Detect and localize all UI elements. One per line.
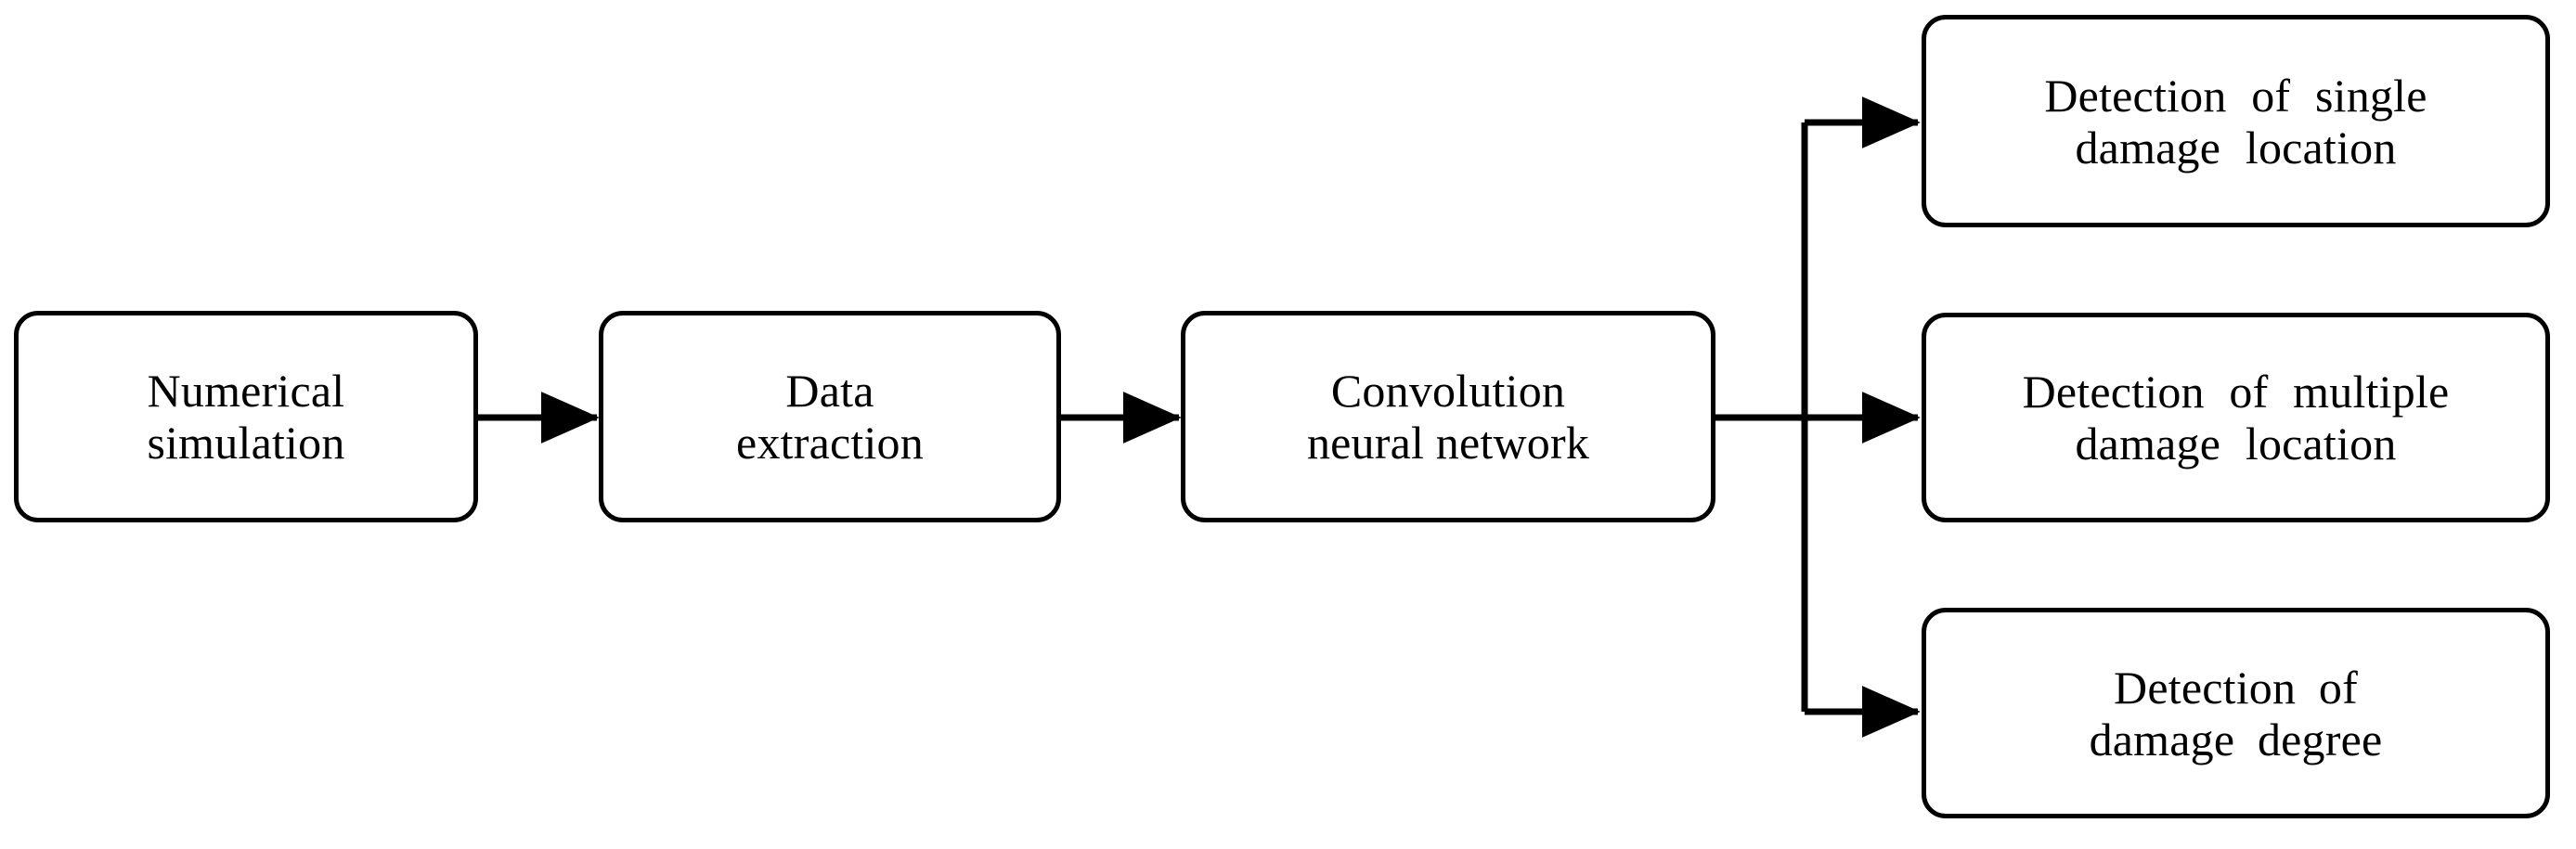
node-convolution-neural-network-label: Convolution neural network [1306,365,1590,469]
node-detection-damage-degree-label: Detection of damage degree [2089,661,2383,765]
node-numerical-simulation[interactable]: Numerical simulation [14,311,478,522]
node-detection-single-damage-location-label: Detection of single damage location [2044,69,2427,174]
node-convolution-neural-network[interactable]: Convolution neural network [1181,311,1715,522]
node-detection-damage-degree[interactable]: Detection of damage degree [1922,608,2550,818]
node-data-extraction-label: Data extraction [736,365,924,469]
node-detection-multiple-damage-location[interactable]: Detection of multiple damage location [1922,313,2550,522]
node-data-extraction[interactable]: Data extraction [599,311,1061,522]
node-detection-single-damage-location[interactable]: Detection of single damage location [1922,15,2550,227]
node-detection-multiple-damage-location-label: Detection of multiple damage location [2022,366,2450,470]
node-numerical-simulation-label: Numerical simulation [147,365,345,469]
